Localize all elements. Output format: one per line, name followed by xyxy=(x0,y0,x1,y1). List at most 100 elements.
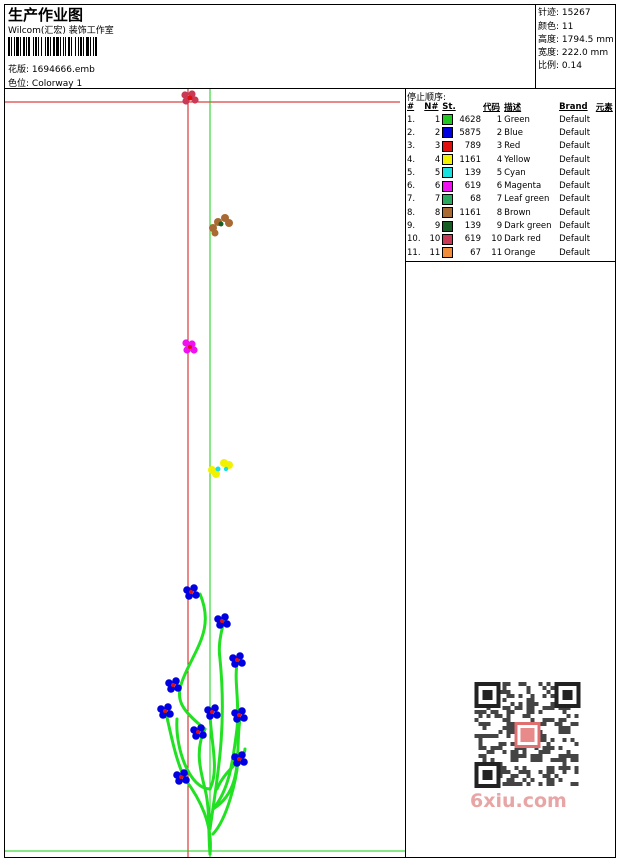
color-swatch-icon xyxy=(442,233,454,245)
row-desc: Blue xyxy=(504,127,523,138)
row-swatch xyxy=(441,233,455,246)
row-desc: Red xyxy=(504,141,521,152)
col-desc: 描述 xyxy=(504,102,522,113)
stat-stitches: 针迹: 15267 xyxy=(538,8,591,18)
flower-yellow xyxy=(208,459,233,478)
color-swatch-icon xyxy=(442,127,454,139)
flower-red xyxy=(181,90,199,105)
row-desc: Cyan xyxy=(504,167,526,178)
company-name: Wilcom(汇宏) 装饰工作室 xyxy=(8,26,114,36)
design-divider xyxy=(405,88,406,858)
row-code: 1 xyxy=(496,114,503,125)
row-stitches: 619 xyxy=(464,181,481,192)
design-file-line: 花版: 1694666.emb xyxy=(8,62,95,75)
header-divider xyxy=(4,88,616,89)
stat-height: 高度: 1794.5 mm xyxy=(538,35,614,45)
watermark-text: 6xiu.com xyxy=(470,790,567,812)
row-code: 8 xyxy=(496,207,503,218)
row-swatch xyxy=(441,219,455,232)
row-desc: Magenta xyxy=(504,181,542,192)
design-file-label: 花版: xyxy=(8,65,30,75)
row-num: 5. xyxy=(407,167,416,178)
row-code: 10 xyxy=(491,234,503,245)
row-code: 6 xyxy=(496,181,503,192)
color-swatch-icon xyxy=(442,154,454,166)
col-brand: Brand xyxy=(559,101,588,112)
row-swatch xyxy=(441,206,455,219)
row-n: 2 xyxy=(434,127,441,138)
row-stitches: 67 xyxy=(470,247,481,258)
row-num: 4. xyxy=(407,154,416,165)
row-element xyxy=(595,113,616,126)
color-swatch-icon xyxy=(442,167,454,179)
row-num: 8. xyxy=(407,207,416,218)
row-desc: Yellow xyxy=(504,154,531,165)
row-brand: Default xyxy=(559,194,591,205)
plant-stems xyxy=(163,592,247,856)
row-brand: Default xyxy=(559,207,591,218)
stop-sequence-title: 停止顺序: xyxy=(407,93,447,103)
flower-brown xyxy=(209,214,233,237)
row-element xyxy=(595,166,616,179)
col-num: # xyxy=(407,101,415,112)
row-stitches: 789 xyxy=(464,141,481,152)
row-num: 6. xyxy=(407,181,416,192)
row-brand: Default xyxy=(559,141,591,152)
col-n: N# xyxy=(424,101,439,112)
row-stitches: 139 xyxy=(464,167,481,178)
col-code: 代码 xyxy=(483,102,501,113)
stats-divider xyxy=(535,4,536,88)
row-swatch xyxy=(441,179,455,192)
flower-magenta xyxy=(182,339,198,354)
row-desc: Green xyxy=(504,114,530,125)
row-n: 6 xyxy=(434,181,441,192)
row-num: 1. xyxy=(407,114,416,125)
row-swatch xyxy=(441,193,455,206)
row-element xyxy=(595,140,616,153)
row-element xyxy=(595,206,616,219)
row-stitches: 68 xyxy=(470,194,481,205)
row-brand: Default xyxy=(559,221,591,232)
row-element xyxy=(595,193,616,206)
row-stitches: 1161 xyxy=(459,207,481,218)
row-stitches: 4628 xyxy=(459,114,481,125)
color-swatch-icon xyxy=(442,247,454,259)
row-brand: Default xyxy=(559,181,591,192)
row-num: 9. xyxy=(407,221,416,232)
color-swatch-icon xyxy=(442,180,454,192)
row-code: 9 xyxy=(496,221,503,232)
colorway-line: 色位: Colorway 1 xyxy=(8,76,82,89)
row-n: 8 xyxy=(434,207,441,218)
row-element xyxy=(595,246,616,259)
row-brand: Default xyxy=(559,234,591,245)
row-stitches: 5875 xyxy=(459,127,481,138)
row-element xyxy=(595,219,616,232)
row-code: 4 xyxy=(496,154,503,165)
row-num: 7. xyxy=(407,194,416,205)
qr-code xyxy=(472,680,583,790)
row-element xyxy=(595,126,616,139)
colorway-value: Colorway 1 xyxy=(31,79,83,89)
row-element xyxy=(595,153,616,166)
row-brand: Default xyxy=(559,167,591,178)
row-desc: Brown xyxy=(504,207,531,218)
row-code: 7 xyxy=(496,194,503,205)
color-swatch-icon xyxy=(442,220,454,232)
row-stitches: 619 xyxy=(464,234,481,245)
row-desc: Leaf green xyxy=(504,194,550,205)
row-n: 4 xyxy=(434,154,441,165)
row-n: 11 xyxy=(429,247,441,258)
row-n: 3 xyxy=(434,141,441,152)
row-brand: Default xyxy=(559,127,591,138)
row-brand: Default xyxy=(559,247,591,258)
colorway-label: 色位: xyxy=(8,79,30,89)
